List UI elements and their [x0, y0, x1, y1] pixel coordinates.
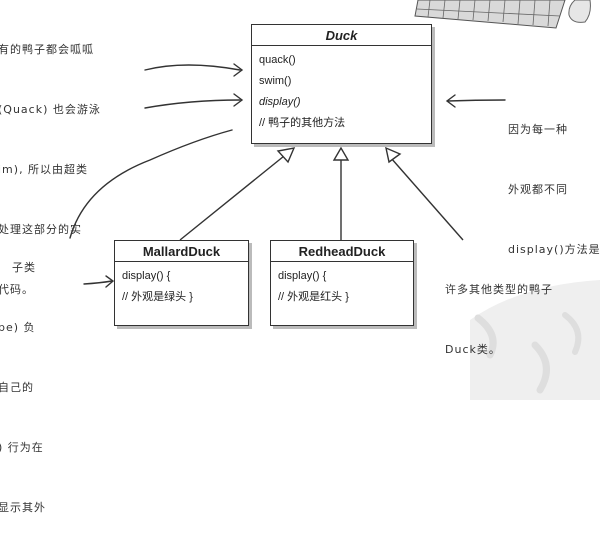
method-quack: quack() [259, 54, 296, 66]
redhead-display-method: display() { [278, 270, 327, 282]
note-left-line: pe) 负 [0, 321, 36, 334]
method-swim: swim() [259, 75, 292, 87]
redhead-duck-class-box: RedheadDuck display() { // 外观是红头 } [270, 240, 414, 326]
note-top-left-line: 处理这部分的实 [0, 223, 82, 236]
mallard-duck-class-box: MallardDuck display() { // 外观是绿头 } [114, 240, 249, 326]
note-top-left-line: 代码。 [0, 283, 34, 296]
diagram-canvas [69, 0, 600, 400]
note-left-line: 子类 [12, 261, 36, 274]
note-top-left: 有的鸭子都会呱呱 (Quack) 也会游泳 im), 所以由超类 处理这部分的实… [0, 0, 101, 320]
duck-methods: quack() swim() display() // 鸭子的其他方法 [252, 46, 431, 138]
note-left-line: 显示其外 [0, 501, 46, 514]
method-other-comment: // 鸭子的其他方法 [259, 117, 346, 129]
note-top-left-line: (Quack) 也会游泳 [0, 103, 101, 116]
inheritance-arrowheads [276, 146, 402, 164]
mallard-duck-methods: display() { // 外观是绿头 } [115, 262, 248, 312]
note-right: 因为每一种 外观都不同 display()方法是 [508, 80, 600, 280]
redhead-duck-class-title: RedheadDuck [271, 241, 413, 262]
redhead-duck-methods: display() { // 外观是红头 } [271, 262, 413, 312]
redhead-display-comment: // 外观是红头 } [278, 291, 349, 303]
annotation-arrows [69, 63, 506, 288]
method-display: display() [259, 96, 301, 108]
note-left-line: ) 行为在 [0, 441, 44, 454]
duck-class-box: Duck quack() swim() display() // 鸭子的其他方法 [251, 24, 432, 144]
mallard-display-method: display() { [122, 270, 171, 282]
inheritance-lines [179, 151, 464, 241]
watermark-seal [470, 280, 600, 400]
note-left: 子类 pe) 负 自己的 ) 行为在 显示其外 [0, 218, 46, 538]
note-left-line: 自己的 [0, 381, 34, 394]
keyboard-sketch [414, 0, 591, 29]
note-right-line: display()方法是 [508, 243, 600, 256]
note-right-line: 因为每一种 [508, 123, 568, 136]
note-top-left-line: im), 所以由超类 [0, 163, 89, 176]
note-bottom-right-line: Duck类。 [445, 343, 501, 356]
note-right-line: 外观都不同 [508, 183, 568, 196]
mallard-display-comment: // 外观是绿头 } [122, 291, 193, 303]
note-top-left-line: 有的鸭子都会呱呱 [0, 43, 94, 56]
note-bottom-right-line: 许多其他类型的鸭子 [445, 283, 553, 296]
note-bottom-right: 许多其他类型的鸭子 Duck类。 [445, 240, 553, 380]
mallard-duck-class-title: MallardDuck [115, 241, 248, 262]
duck-class-title: Duck [252, 25, 431, 46]
